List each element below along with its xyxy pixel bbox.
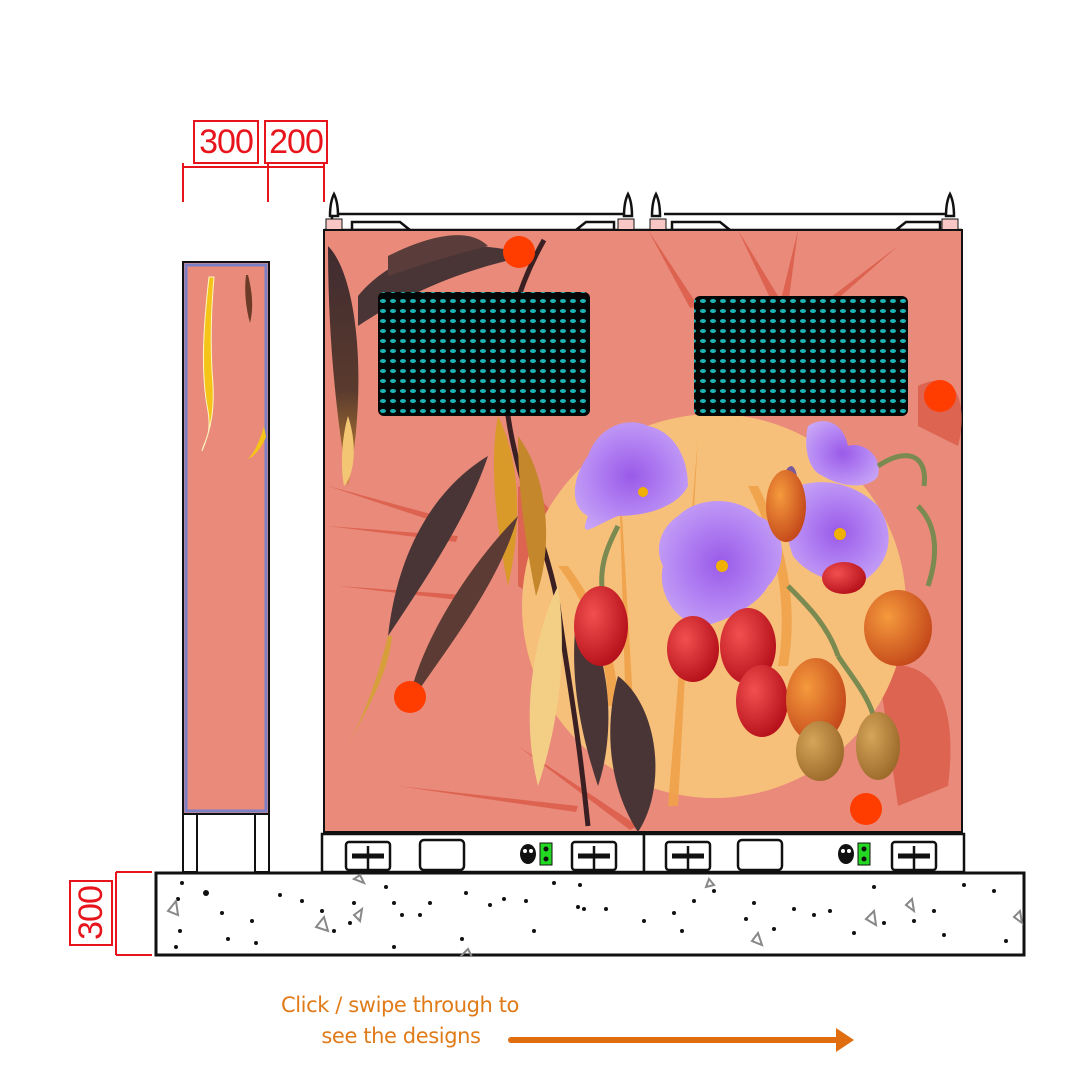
carousel-hint-text: Click / swipe through to see the designs (260, 990, 540, 1052)
arrow-head-icon[interactable] (836, 1028, 854, 1052)
dimension-label-200-top: 200 (264, 120, 328, 164)
carousel-hint-line2: see the designs (321, 1024, 481, 1048)
concrete-base (154, 871, 1026, 957)
dimension-value: 200 (269, 123, 324, 161)
carousel-hint-line1: Click / swipe through to (280, 993, 519, 1017)
side-panel (182, 261, 270, 873)
dimension-label-300-base: 300 (69, 880, 113, 946)
dimension-label-300-top: 300 (193, 120, 259, 164)
main-panel (318, 186, 968, 876)
dimension-value: 300 (199, 123, 254, 161)
right-arrow-icon[interactable] (508, 1037, 840, 1043)
